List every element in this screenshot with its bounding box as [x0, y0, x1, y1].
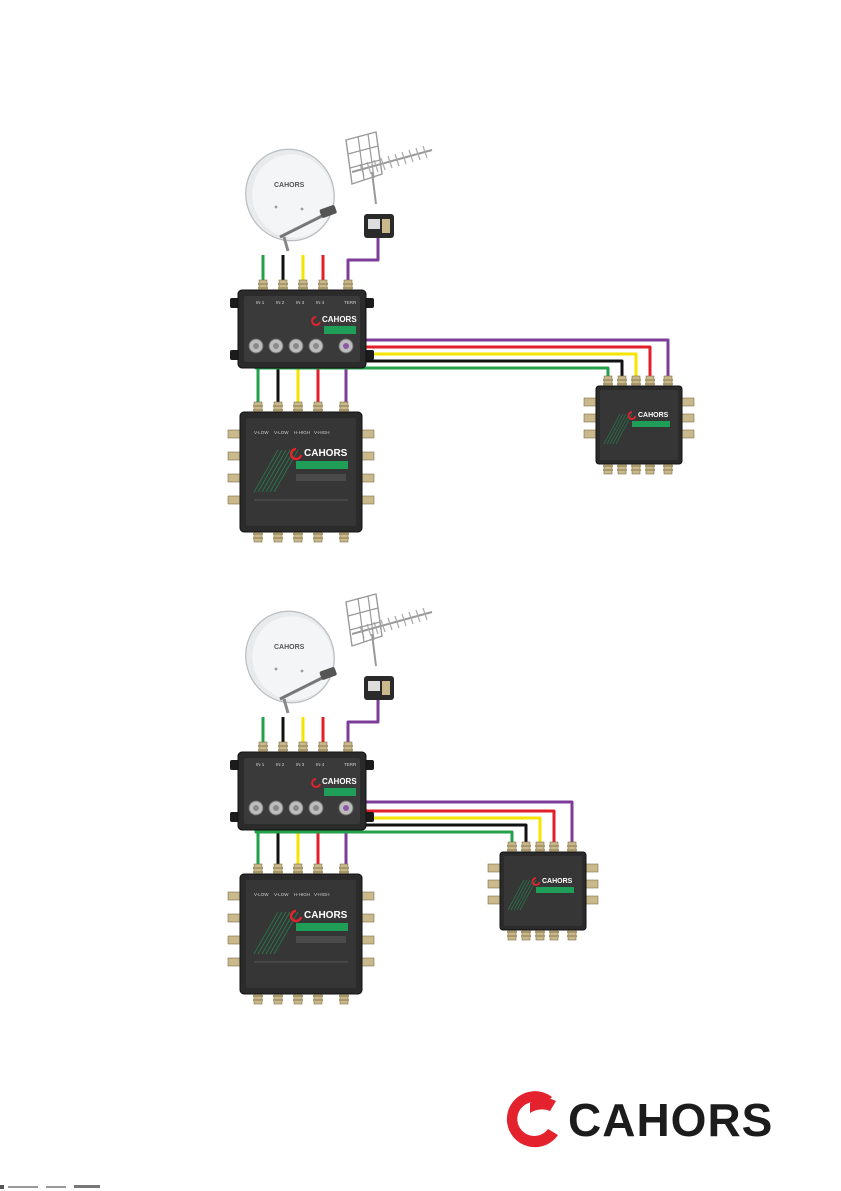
large-switch-input-label: H-HIGH: [294, 892, 310, 897]
cable-terr-input: [348, 238, 378, 280]
large-switch-left-output-3: [228, 936, 240, 944]
small-switch-right-output-2: [586, 880, 598, 888]
terrestrial-antenna: [346, 132, 432, 204]
cable-main-to-small-5: [346, 340, 668, 376]
small-multiswitch: CAHORS: [584, 376, 694, 474]
large-switch-left-output-3: [228, 474, 240, 482]
cahors-logo-icon: [500, 1085, 570, 1155]
main-switch-brand: CAHORS: [322, 777, 357, 786]
small-multiswitch: CAHORS: [488, 842, 598, 940]
main-multiswitch: IN 1 IN 2 IN 3 IN 4 TERR CAHORS: [230, 280, 374, 368]
large-multiswitch: V-LOW V-LOW H-HIGH V-HIGH CAHORS: [228, 864, 374, 1004]
small-switch-brand: CAHORS: [638, 412, 669, 419]
large-switch-left-output-2: [228, 914, 240, 922]
main-switch-input-label: IN 1: [256, 300, 265, 305]
small-switch-left-output-1: [488, 864, 500, 872]
small-switch-right-output-1: [586, 864, 598, 872]
large-switch-input-label: V-LOW: [254, 430, 269, 435]
main-switch-input-label: IN 1: [256, 762, 265, 767]
large-switch-right-output-2: [362, 914, 374, 922]
large-switch-brand: CAHORS: [304, 910, 348, 921]
large-switch-input-label: V-LOW: [274, 892, 289, 897]
large-switch-left-output-2: [228, 452, 240, 460]
large-switch-input-label: V-HIGH: [314, 430, 330, 435]
main-switch-input-label: IN 2: [276, 762, 285, 767]
large-multiswitch: V-LOW V-LOW H-HIGH V-HIGH CAHORS: [228, 402, 374, 542]
terrestrial-antenna: [346, 594, 432, 666]
large-switch-right-output-2: [362, 452, 374, 460]
large-switch-right-output-1: [362, 430, 374, 438]
small-switch-brand: CAHORS: [542, 878, 573, 885]
footer-logo: CAHORS: [500, 1085, 800, 1155]
cable-main-to-small-5: [346, 802, 572, 842]
large-switch-left-output-1: [228, 892, 240, 900]
small-switch-right-output-2: [682, 414, 694, 422]
printer-mark: [0, 1181, 140, 1191]
main-multiswitch: IN 1 IN 2 IN 3 IN 4 TERR CAHORS: [230, 742, 374, 830]
large-switch-input-label: H-HIGH: [294, 430, 310, 435]
main-switch-input-label: IN 4: [316, 762, 325, 767]
small-switch-right-output-3: [682, 430, 694, 438]
large-switch-input-label: V-LOW: [274, 430, 289, 435]
small-switch-left-output-2: [488, 880, 500, 888]
large-switch-right-output-4: [362, 496, 374, 504]
dish-logo-text: CAHORS: [274, 644, 305, 651]
main-switch-input-label: TERR: [344, 762, 357, 767]
small-switch-left-output-3: [584, 430, 596, 438]
footer-logo-text: CAHORS: [568, 1093, 773, 1147]
large-switch-right-output-4: [362, 958, 374, 966]
dish-logo-text: CAHORS: [274, 182, 305, 189]
large-switch-input-label: V-HIGH: [314, 892, 330, 897]
main-switch-input-label: IN 3: [296, 300, 305, 305]
small-switch-right-output-3: [586, 896, 598, 904]
main-switch-brand: CAHORS: [322, 315, 357, 324]
large-switch-input-label: V-LOW: [254, 892, 269, 897]
main-switch-input-label: TERR: [344, 300, 357, 305]
cable-terr-input: [348, 700, 378, 742]
large-switch-left-output-4: [228, 958, 240, 966]
large-switch-right-output-1: [362, 892, 374, 900]
small-switch-right-output-1: [682, 398, 694, 406]
main-switch-input-label: IN 3: [296, 762, 305, 767]
small-switch-left-output-2: [584, 414, 596, 422]
large-switch-brand: CAHORS: [304, 448, 348, 459]
large-switch-right-output-3: [362, 474, 374, 482]
small-switch-left-output-3: [488, 896, 500, 904]
large-switch-left-output-4: [228, 496, 240, 504]
main-switch-input-label: IN 4: [316, 300, 325, 305]
large-switch-right-output-3: [362, 936, 374, 944]
main-switch-input-label: IN 2: [276, 300, 285, 305]
small-switch-left-output-1: [584, 398, 596, 406]
large-switch-left-output-1: [228, 430, 240, 438]
